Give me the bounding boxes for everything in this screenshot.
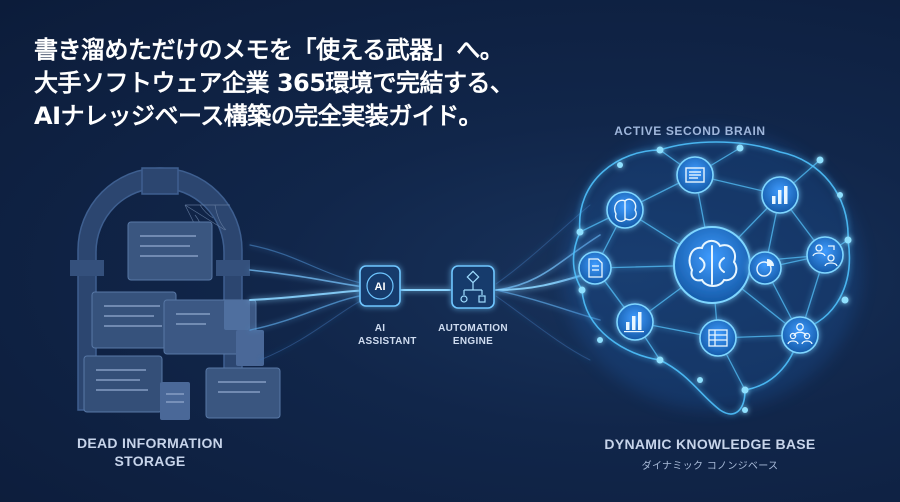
automation-engine-label-line-2: ENGINE — [452, 336, 494, 347]
team-icon — [787, 323, 813, 345]
automation-engine-label-line-1: AUTOMATION — [438, 323, 508, 334]
table-icon — [708, 329, 728, 347]
bar-chart-bottom-icon — [624, 312, 644, 333]
node-pie-chart — [748, 251, 782, 285]
central-brain-node — [673, 226, 751, 304]
brain-network — [562, 130, 862, 415]
dead-storage-label: DEAD INFORMATION STORAGE — [60, 434, 240, 470]
node-team — [781, 316, 819, 354]
automation-engine-chip — [451, 265, 495, 309]
document-stack — [83, 221, 281, 420]
ai-icon-text: AI — [375, 281, 386, 293]
active-second-brain-label: ACTIVE SECOND BRAIN — [614, 124, 766, 138]
ai-assistant-label-line-2: ASSISTANT — [358, 336, 417, 347]
workflow-icon — [460, 270, 486, 303]
node-document-list — [676, 156, 714, 194]
headline-line-2: 大手ソフトウェア企業 365環境で完結する、 — [34, 69, 514, 97]
dynamic-knowledge-base-label: DYNAMIC KNOWLEDGE BASE — [604, 436, 816, 452]
node-brain — [606, 191, 644, 229]
dynamic-knowledge-base-sublabel: ダイナミック コノンジベース — [641, 461, 779, 472]
brain-small-icon — [614, 198, 637, 222]
data-stream: AI — [249, 204, 601, 361]
dead-storage-label-line-1: DEAD INFORMATION — [76, 435, 224, 451]
dead-storage-label-line-2: STORAGE — [114, 453, 186, 469]
node-user-share — [806, 236, 844, 274]
brain-icon — [688, 240, 738, 287]
headline: 書き溜めただけのメモを「使える武器」へ。 大手ソフトウェア企業 365環境で完結… — [34, 34, 514, 133]
ai-assistant-chip: AI — [359, 265, 401, 307]
document-list-icon — [685, 167, 705, 183]
node-document — [578, 251, 612, 285]
bar-chart-icon — [772, 186, 788, 204]
headline-line-3: AIナレッジベース構築の完全実装ガイド。 — [34, 102, 482, 130]
pie-chart-icon — [756, 259, 774, 277]
automation-engine-label: AUTOMATION ENGINE — [432, 322, 514, 348]
ai-assistant-label-line-1: AI — [374, 323, 386, 334]
node-table — [699, 319, 737, 357]
node-bar-chart-top — [761, 176, 799, 214]
node-bar-chart-bottom — [616, 303, 654, 341]
document-icon — [588, 258, 603, 278]
ai-assistant-label: AI ASSISTANT — [358, 322, 417, 348]
dead-archive — [70, 167, 281, 420]
user-share-icon — [812, 244, 838, 267]
headline-line-1: 書き溜めただけのメモを「使える武器」へ。 — [34, 36, 504, 64]
